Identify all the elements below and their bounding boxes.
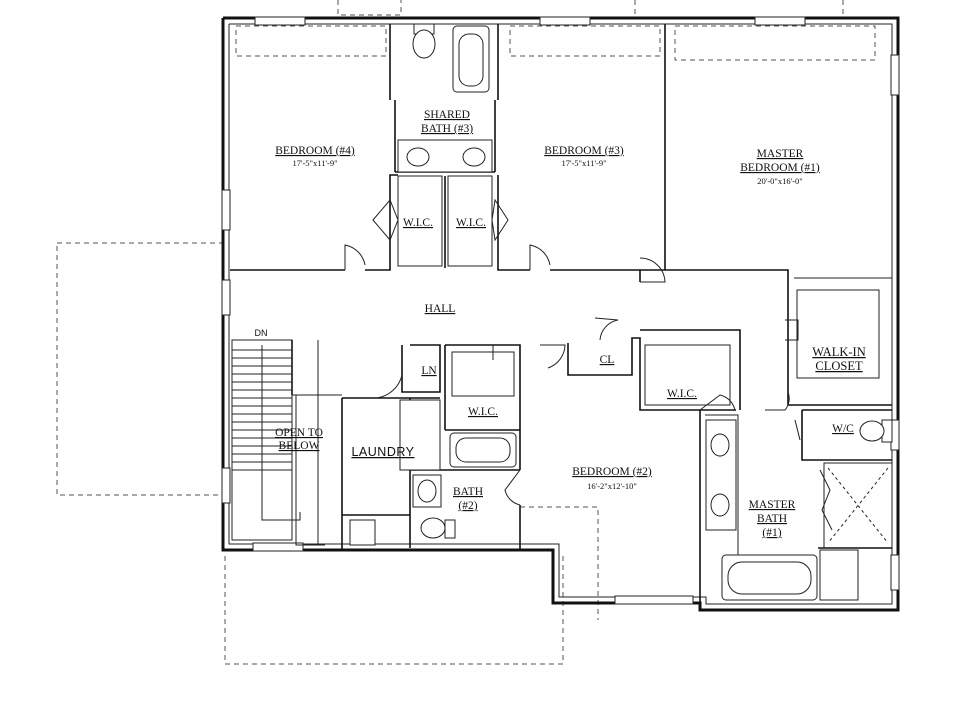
bath2-label-1: BATH xyxy=(453,486,483,498)
master-bath-label-2: BATH xyxy=(757,513,787,525)
bath2-label-2: (#2) xyxy=(458,500,477,512)
walk-in-closet-label-2: CLOSET xyxy=(815,359,863,373)
hall-label: HALL xyxy=(425,303,456,315)
bedroom2-label: BEDROOM (#2) xyxy=(572,466,652,478)
laundry-label: LAUNDRY xyxy=(351,445,414,459)
shared-bath-label-1: SHARED xyxy=(424,109,470,121)
wic-right-label: W.I.C. xyxy=(456,217,486,229)
master-bath-label-3: (#1) xyxy=(762,527,781,539)
fixtures xyxy=(349,23,893,601)
bedroom3-size: 17'-5"x11'-9" xyxy=(561,158,606,168)
master-bedroom-label-1: MASTER xyxy=(757,148,804,160)
doors xyxy=(344,198,833,531)
shared-bath-label-2: BATH (#3) xyxy=(421,123,473,135)
stair-treads xyxy=(232,345,301,521)
master-bedroom-label-2: BEDROOM (#1) xyxy=(740,162,820,174)
linen-label: LN xyxy=(421,365,437,377)
master-bath-label-1: MASTER xyxy=(749,499,796,511)
wic-left-label: W.I.C. xyxy=(403,217,433,229)
wic-center-label: W.I.C. xyxy=(667,388,697,400)
open-to-below-label-2: BELOW xyxy=(279,440,320,452)
bedroom4-label: BEDROOM (#4) xyxy=(275,145,355,157)
wc-label: W/C xyxy=(832,423,854,435)
stair-direction-arrow xyxy=(261,345,301,521)
bedroom3-label: BEDROOM (#3) xyxy=(544,145,624,157)
master-bedroom-size: 20'-0"x16'-0" xyxy=(757,176,802,186)
bedroom4-size: 17'-5"x11'-9" xyxy=(292,158,337,168)
bedroom2-size: 16'-2"x12'-10" xyxy=(587,481,637,491)
stairs-down-label: DN xyxy=(255,328,268,338)
windows xyxy=(221,16,900,605)
walk-in-closet-label-1: WALK-IN xyxy=(812,345,865,359)
open-to-below-label-1: OPEN TO xyxy=(275,427,323,439)
closet-label: CL xyxy=(600,354,615,366)
interior-walls xyxy=(230,24,893,603)
room-labels: BEDROOM (#4) 17'-5"x11'-9" BEDROOM (#3) … xyxy=(255,109,866,539)
wic-hall-label: W.I.C. xyxy=(468,406,498,418)
